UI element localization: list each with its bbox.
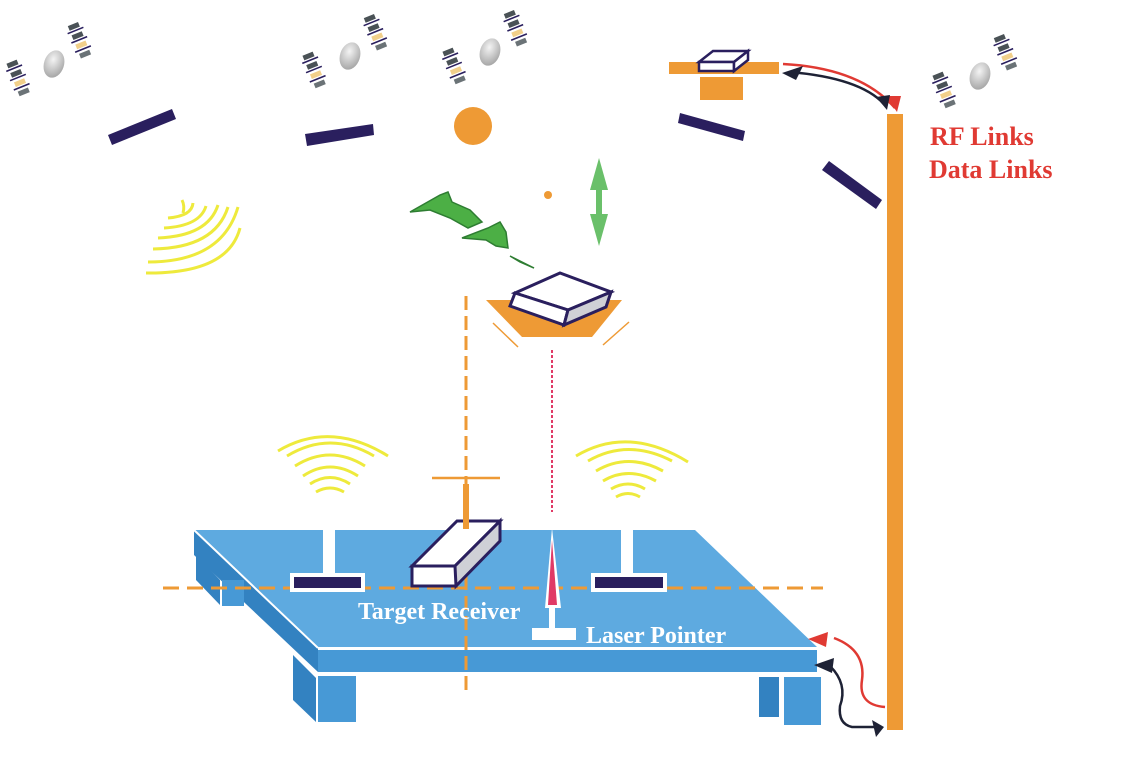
data-link-arrow — [829, 665, 880, 729]
navy-bar — [678, 113, 745, 141]
box-on-platform-icon — [695, 48, 752, 74]
legend-data-links: Data Links — [929, 155, 1053, 184]
navy-bar — [822, 161, 882, 209]
test-table — [193, 529, 821, 725]
satellite-icon — [298, 12, 391, 91]
antenna-left — [277, 435, 389, 592]
satellite-icon — [438, 8, 531, 87]
communication-mast — [887, 114, 903, 730]
rf-link-arrow — [833, 636, 886, 709]
target-receiver — [408, 517, 504, 590]
signal-wave-icon — [277, 435, 389, 494]
orange-dot — [544, 191, 552, 199]
bird-icon — [409, 191, 535, 269]
satellite-icon — [2, 20, 95, 99]
navy-bar — [305, 124, 374, 146]
navy-bar — [108, 109, 176, 145]
platform-base — [700, 77, 743, 100]
antenna-right — [575, 440, 689, 592]
label-target-receiver: Target Receiver — [358, 599, 521, 625]
signal-wave-icon — [145, 199, 242, 275]
sun-icon — [454, 107, 492, 145]
laser-pointer — [532, 528, 576, 640]
legend-rf-links: RF Links — [930, 122, 1034, 151]
label-laser-pointer: Laser Pointer — [586, 623, 727, 649]
vertical-double-arrow-icon — [590, 158, 608, 246]
signal-wave-icon — [575, 440, 689, 499]
satellite-icon — [928, 32, 1021, 111]
airborne-platform — [486, 271, 630, 348]
